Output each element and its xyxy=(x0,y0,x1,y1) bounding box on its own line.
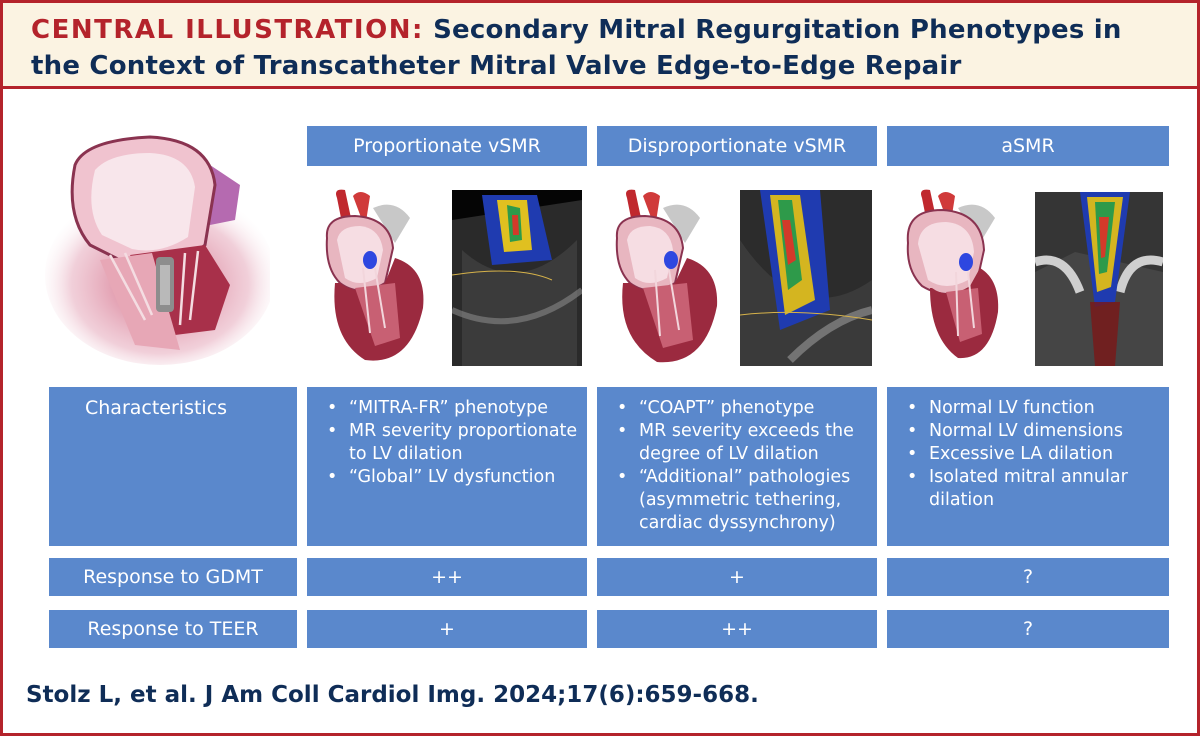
list-item: MR severity exceeds the degree of LV dil… xyxy=(617,420,869,466)
characteristics-list-disproportionate: “COAPT” phenotype MR severity exceeds th… xyxy=(597,387,877,535)
title-text-1: Secondary Mitral Regurgitation Phenotype… xyxy=(433,15,1122,45)
gdmt-value-disproportionate: + xyxy=(597,558,877,596)
heart-illustration-proportionate xyxy=(325,189,424,361)
characteristics-label-box: Characteristics xyxy=(49,387,297,546)
list-item: “Additional” pathologies (asymmetric tet… xyxy=(617,466,869,535)
list-item: Excessive LA dilation xyxy=(907,443,1161,466)
characteristics-label: Characteristics xyxy=(85,397,228,419)
echo-image-asmr xyxy=(1035,192,1163,366)
heart-illustration-disproportionate xyxy=(615,189,718,363)
characteristics-box-disproportionate: “COAPT” phenotype MR severity exceeds th… xyxy=(597,387,877,546)
header-banner: CENTRAL ILLUSTRATION: Secondary Mitral R… xyxy=(3,3,1197,89)
characteristics-list-asmr: Normal LV function Normal LV dimensions … xyxy=(887,387,1169,512)
teer-heart-illustration xyxy=(45,135,270,365)
heart-illustration-asmr xyxy=(906,189,999,359)
citation: Stolz L, et al. J Am Coll Cardiol Img. 2… xyxy=(26,682,759,708)
gdmt-label: Response to GDMT xyxy=(49,558,297,596)
column-header-disproportionate-vsmr: Disproportionate vSMR xyxy=(597,126,877,166)
title-line-2: the Context of Transcatheter Mitral Valv… xyxy=(31,51,962,81)
column-header-proportionate-vsmr: Proportionate vSMR xyxy=(307,126,587,166)
teer-label: Response to TEER xyxy=(49,610,297,648)
list-item: MR severity proportionate to LV dilation xyxy=(327,420,579,466)
echo-image-disproportionate xyxy=(740,190,872,366)
title-line-1: CENTRAL ILLUSTRATION: Secondary Mitral R… xyxy=(31,15,1122,45)
gdmt-value-proportionate: ++ xyxy=(307,558,587,596)
title-prefix: CENTRAL ILLUSTRATION: xyxy=(31,15,424,45)
column-header-asmr: aSMR xyxy=(887,126,1169,166)
echo-image-proportionate xyxy=(452,190,582,366)
teer-value-disproportionate: ++ xyxy=(597,610,877,648)
teer-value-proportionate: + xyxy=(307,610,587,648)
characteristics-box-proportionate: “MITRA-FR” phenotype MR severity proport… xyxy=(307,387,587,546)
characteristics-box-asmr: Normal LV function Normal LV dimensions … xyxy=(887,387,1169,546)
list-item: Normal LV dimensions xyxy=(907,420,1161,443)
characteristics-list-proportionate: “MITRA-FR” phenotype MR severity proport… xyxy=(307,387,587,489)
gdmt-value-asmr: ? xyxy=(887,558,1169,596)
teer-value-asmr: ? xyxy=(887,610,1169,648)
list-item: “COAPT” phenotype xyxy=(617,397,869,420)
list-item: Normal LV function xyxy=(907,397,1161,420)
list-item: Isolated mitral annular dilation xyxy=(907,466,1161,512)
list-item: “Global” LV dysfunction xyxy=(327,466,579,489)
list-item: “MITRA-FR” phenotype xyxy=(327,397,579,420)
